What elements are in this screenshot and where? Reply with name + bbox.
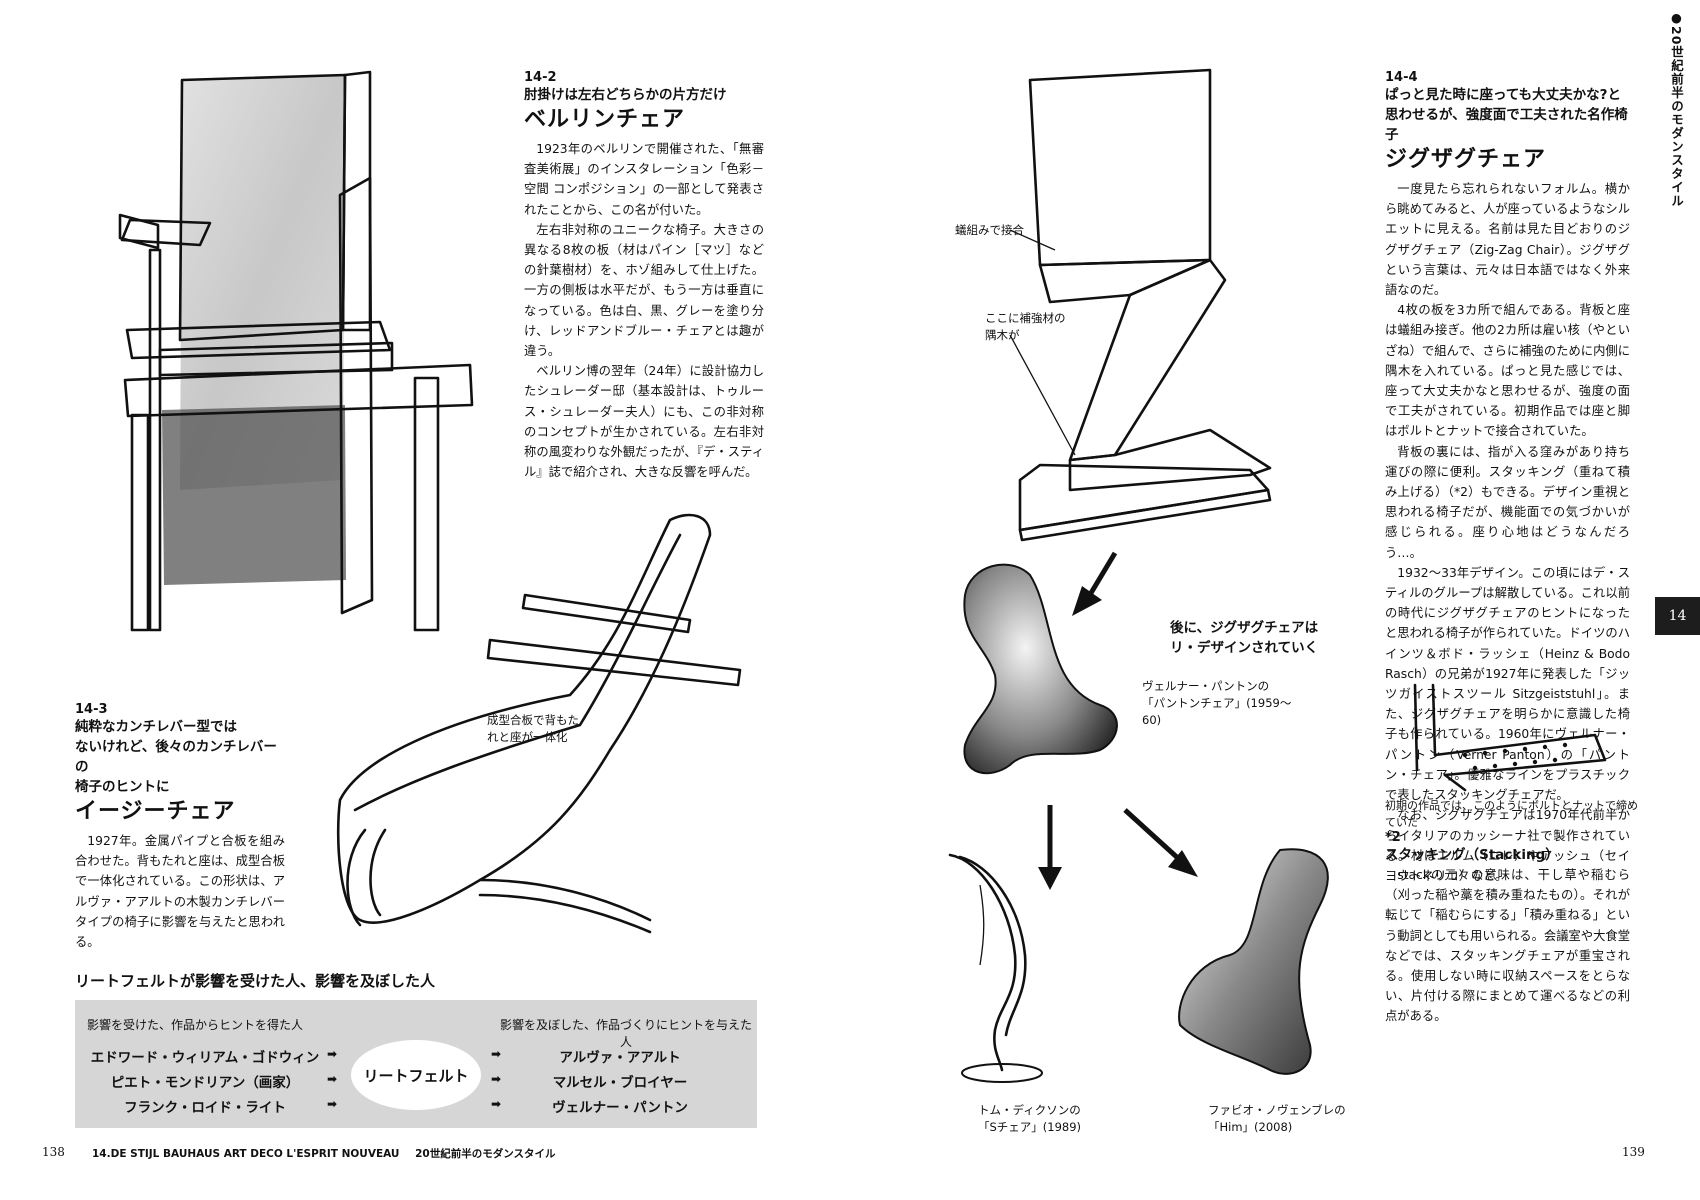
influence-left-item: フランク・ロイド・ライト <box>124 1100 286 1116</box>
arrow-right-icon: ➡ <box>327 1097 338 1111</box>
arrow-right-icon: ➡ <box>327 1072 338 1086</box>
section-subtitle: ないけれど、後々のカンチレバーの <box>75 739 277 775</box>
influence-box: 影響を受けた、作品からヒントを得た人 影響を及ぼした、作品づくりにヒントを与えた… <box>75 1000 757 1128</box>
influence-right-item: マルセル・ブロイヤー <box>552 1075 688 1091</box>
footer-series: 14.DE STIJL BAUHAUS ART DECO L'ESPRIT NO… <box>92 1148 400 1160</box>
influence-right-heading: 影響を及ぼした、作品づくりにヒントを与えた人 <box>499 1018 752 1049</box>
bolt-caption: 初期の作品では、このようにボルトとナットで締めていた <box>1385 799 1638 829</box>
arrow-right-icon: ➡ <box>491 1097 502 1111</box>
note-stacking: *2 スタッキング（Stacking） stackの元々の意味は、干し草や稲むら… <box>1385 830 1630 1027</box>
arrow-right-icon: ➡ <box>491 1047 502 1061</box>
note-title: スタッキング（Stacking） <box>1385 847 1559 863</box>
arrow-right-icon: ➡ <box>327 1047 338 1061</box>
section-title: ベルリンチェア <box>524 107 686 132</box>
paragraph: stackの元々の意味は、干し草や稲むら（刈った稲や藁を積み重ねたもの）。それが… <box>1385 868 1630 1024</box>
page-number-right: 139 <box>1622 1145 1645 1159</box>
brace-label: ここに補強材の 隅木が <box>985 311 1066 342</box>
section-title: ジグザグチェア <box>1385 147 1547 172</box>
paragraph: 1923年のベルリンで開催された、「無審査美術展」のインスタレーション「色彩－空… <box>524 142 764 217</box>
influence-left-item: ピエト・モンドリアン（画家） <box>110 1075 300 1091</box>
influence-left-item: エドワード・ウィリアム・ゴドウィン <box>90 1050 320 1066</box>
panton-chair-illustration <box>963 563 1118 775</box>
paragraph: 1932～33年デザイン。この頃にはデ・スティルのグループは解散している。これ以… <box>1385 565 1630 803</box>
influence-center: リートフェルト <box>351 1040 481 1110</box>
running-footer: 14.DE STIJL BAUHAUS ART DECO L'ESPRIT NO… <box>92 1146 568 1161</box>
section-subtitle: 椅子のヒントに <box>75 779 170 795</box>
him-chair-illustration <box>1178 848 1329 1075</box>
section-number: 14-2 <box>524 70 557 85</box>
section-number: 14-4 <box>1385 70 1418 85</box>
section-subtitle: 肘掛けは左右どちらかの片方だけ <box>524 87 727 103</box>
easy-chair-illustration <box>336 513 742 934</box>
influence-title: リートフェルトが影響を受けた人、影響を及ぼした人 <box>75 972 436 990</box>
page-number-left: 138 <box>42 1145 65 1159</box>
joint-label: 蟻組みで接合 <box>955 223 1024 237</box>
arrow-right-icon: ➡ <box>491 1072 502 1086</box>
redesign-heading: 後に、ジグザグチェアは リ・デザインされていく <box>1170 620 1319 656</box>
section-14-2: 14-2 肘掛けは左右どちらかの片方だけ ベルリンチェア 1923年のベルリンで… <box>524 70 764 482</box>
paragraph: なお、ジグザグチェアは1970年代前半からイタリアのカッシーナ社で製作されている… <box>1385 808 1630 883</box>
arrow-down <box>1038 805 1062 890</box>
influence-right-item: アルヴァ・アアルト <box>559 1050 681 1066</box>
bolt-detail-illustration <box>1413 683 1607 792</box>
section-title: イージーチェア <box>75 799 236 824</box>
influence-right-item: ヴェルナー・パントン <box>552 1100 688 1116</box>
paragraph: 左右非対称のユニークな椅子。大きさの異なる8枚の板（材はパイン［マツ］などの針葉… <box>524 222 764 359</box>
paragraph: 一度見たら忘れられないフォルム。横から眺めてみると、人が座っているようなシルエッ… <box>1385 182 1630 298</box>
influence-left-heading: 影響を受けた、作品からヒントを得た人 <box>86 1018 303 1032</box>
section-14-3: 14-3 純粋なカンチレバー型では ないけれど、後々のカンチレバーの 椅子のヒン… <box>75 702 285 952</box>
paragraph: ベルリン博の翌年（24年）に設計協力したシュレーダー邸（基本設計は、トゥルース・… <box>524 364 764 480</box>
chapter-tab: 14 <box>1655 597 1700 635</box>
footer-section: 20世紀前半のモダンスタイル <box>415 1148 556 1160</box>
paragraph: 背板の裏には、指が入る窪みがあり持ち運びの際に便利。スタッキング（重ねて積み上げ… <box>1385 444 1630 560</box>
section-subtitle: 純粋なカンチレバー型では <box>75 719 237 735</box>
easy-chair-callout: 成型合板で背もた れと座が一体化 <box>487 713 579 744</box>
zigzag-callout-lines <box>1009 229 1076 456</box>
arrow-down-left <box>1072 551 1118 616</box>
berlin-chair-illustration <box>118 70 474 632</box>
running-side-label: ●20世紀前半のモダンスタイル <box>1669 10 1684 208</box>
section-14-4: 14-4 ぱっと見た時に座っても大丈夫かな?と 思わせるが、強度面で工夫された名… <box>1385 70 1630 886</box>
section-number: 14-3 <box>75 702 108 717</box>
him-caption: ファビオ・ノヴェンブレの 「Him」(2008) <box>1208 1103 1346 1134</box>
s-chair-caption: トム・ディクソンの 「Sチェア」(1989) <box>978 1103 1082 1134</box>
s-chair-illustration <box>948 853 1043 1083</box>
paragraph: 4枚の板を3カ所で組んである。背板と座は蟻組み接ぎ。他の2カ所は雇い核（やといざ… <box>1385 303 1630 439</box>
panton-caption: ヴェルナー・パントンの 「パントンチェア」(1959～60) <box>1142 679 1292 727</box>
zigzag-chair-illustration <box>1018 68 1272 542</box>
section-subtitle: 思わせるが、強度面で工夫された名作椅子 <box>1385 107 1628 143</box>
note-number: *2 <box>1385 830 1401 845</box>
section-subtitle: ぱっと見た時に座っても大丈夫かな?と <box>1385 87 1621 103</box>
paragraph: 1927年。金属パイプと合板を組み合わせた。背もたれと座は、成型合板で一体化され… <box>75 834 285 950</box>
arrow-down-right <box>1123 808 1198 877</box>
